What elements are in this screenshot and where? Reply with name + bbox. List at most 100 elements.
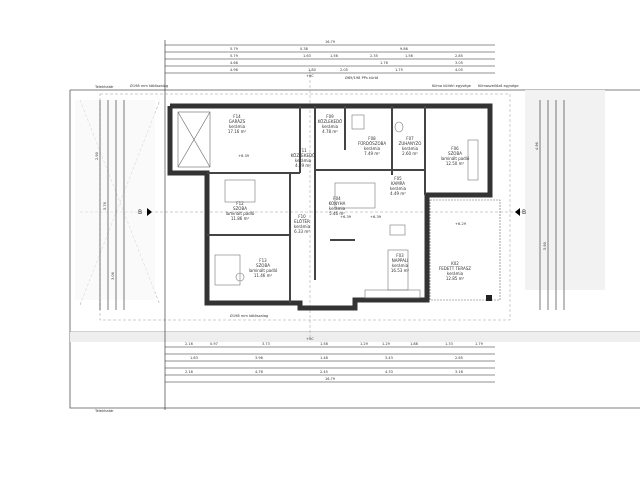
room-text: KÖZLEKEDŐ: [291, 153, 315, 158]
dim-label: 1.29: [360, 342, 368, 346]
section-marker: B: [522, 209, 526, 216]
dim-total-top: 16.79: [325, 40, 335, 44]
room-text: 4.78 m²: [322, 129, 338, 134]
top-dimension-lines: [165, 44, 495, 74]
dim-label: 2.65: [455, 356, 463, 360]
ac-unit-label: Klímaszellőző egysége: [478, 84, 519, 88]
room-text: kerámia: [295, 158, 312, 163]
dim-label: 9.86: [400, 47, 408, 51]
side-dimension-lines: [99, 100, 565, 310]
dim-label: 1.56: [330, 54, 338, 58]
room-text: 11.46 m²: [254, 273, 273, 278]
dim-total-bottom: 16.79: [325, 377, 335, 381]
room-text: +6.29: [455, 222, 467, 226]
room-text: KÖZLEKEDŐ: [318, 119, 342, 124]
road-strip: [70, 332, 640, 342]
neighbour-area: [525, 90, 605, 290]
room-text: 17.16 m²: [228, 129, 247, 134]
dim-label: 3.96: [255, 356, 263, 360]
boundary-label: Telekhatár: [94, 409, 114, 413]
room-text: 12.85 m²: [446, 276, 465, 281]
interior-walls: [207, 106, 426, 303]
room-text: F10: [298, 214, 306, 219]
dim-label: 5.76: [103, 202, 107, 210]
dim-label: 3.06: [111, 272, 115, 280]
room-text: ELŐTÉR: [294, 219, 310, 224]
dim-label: 4.68: [230, 61, 238, 65]
room-text: F12: [236, 201, 244, 206]
setback-label: Ø198 mm kötőszalag: [130, 83, 168, 88]
room-text: F09: [326, 114, 334, 119]
dim-label: 1.80: [308, 68, 316, 72]
dim-label: 1.88: [410, 342, 418, 346]
chimney-label: Ø69/198 PPs kürtő: [345, 75, 378, 80]
room-text: kerámia: [447, 271, 464, 276]
bottom-dimension-lines: [164, 40, 495, 410]
room-text: laminált padló: [249, 268, 278, 273]
room-text: F11: [299, 148, 307, 153]
level-markers: +6.39 +6.39 +6.39 +6.29: [238, 154, 467, 226]
room-text: GARÁZS: [229, 119, 246, 124]
room-text: KAMRA: [391, 181, 405, 186]
room-text: 16.53 m²: [391, 268, 410, 273]
room-text: +6.39: [340, 215, 352, 219]
dim-label: 1.33: [445, 342, 453, 346]
room-text: F06: [451, 146, 459, 151]
dim-label: 2.16: [185, 342, 193, 346]
terrace-column: [486, 295, 492, 301]
dim-label: 3.16: [455, 370, 463, 374]
room-text: 2.60 m²: [402, 151, 418, 156]
room-text: kerámia: [392, 263, 409, 268]
room-text: NAPPALI: [392, 258, 408, 263]
room-text: F07: [406, 136, 414, 141]
axis-marker: +0C: [306, 337, 314, 341]
setback-label: Ø198 mm kötőszalag: [230, 313, 268, 318]
room-text: laminált padló: [441, 156, 470, 161]
dim-label: 4.96: [535, 142, 539, 150]
dim-label: 1.56: [405, 54, 413, 58]
dim-label: 2.35: [370, 54, 378, 58]
room-text: 4.49 m²: [390, 191, 406, 196]
room-text: kerámia: [229, 124, 246, 129]
room-text: F04: [333, 196, 341, 201]
dim-label: 1.58: [320, 342, 328, 346]
dim-label: 4.96: [230, 68, 238, 72]
ac-outdoor-label: Klíma kültéri egysége: [432, 84, 472, 88]
dim-label: 1.79: [475, 342, 483, 346]
room-text: SZOBA: [233, 206, 247, 211]
dim-label: 2.85: [455, 54, 463, 58]
room-text: F03: [396, 253, 404, 258]
dim-label: 4.33: [385, 370, 393, 374]
room-text: KONYHA: [329, 201, 346, 206]
room-text: K02: [451, 261, 459, 266]
dim-label: 3.73: [262, 342, 270, 346]
room-text: 12.50 m²: [446, 161, 465, 166]
dim-label: 4.76: [255, 370, 263, 374]
dim-label: 5.90: [543, 242, 547, 250]
room-text: SZOBA: [448, 151, 462, 156]
dim-label: 1.63: [190, 356, 198, 360]
room-text: +6.39: [370, 215, 382, 219]
dim-label: 2.45: [320, 370, 328, 374]
furniture: [214, 114, 479, 299]
room-text: F14: [233, 114, 241, 119]
room-text: 11.86 m²: [231, 216, 250, 221]
room-text: ZUHANYZÓ: [399, 141, 422, 146]
room-text: 6.33 m²: [294, 229, 310, 234]
section-arrow-icon: [147, 208, 152, 216]
dim-label: 2.16: [185, 370, 193, 374]
dim-label: 5.79: [230, 47, 238, 51]
section-arrow-icon: [515, 208, 520, 216]
dim-label: 0.97: [210, 342, 218, 346]
dim-label: 1.75: [395, 68, 403, 72]
room-text: F08: [368, 136, 376, 141]
dim-label: 4.05: [455, 68, 463, 72]
